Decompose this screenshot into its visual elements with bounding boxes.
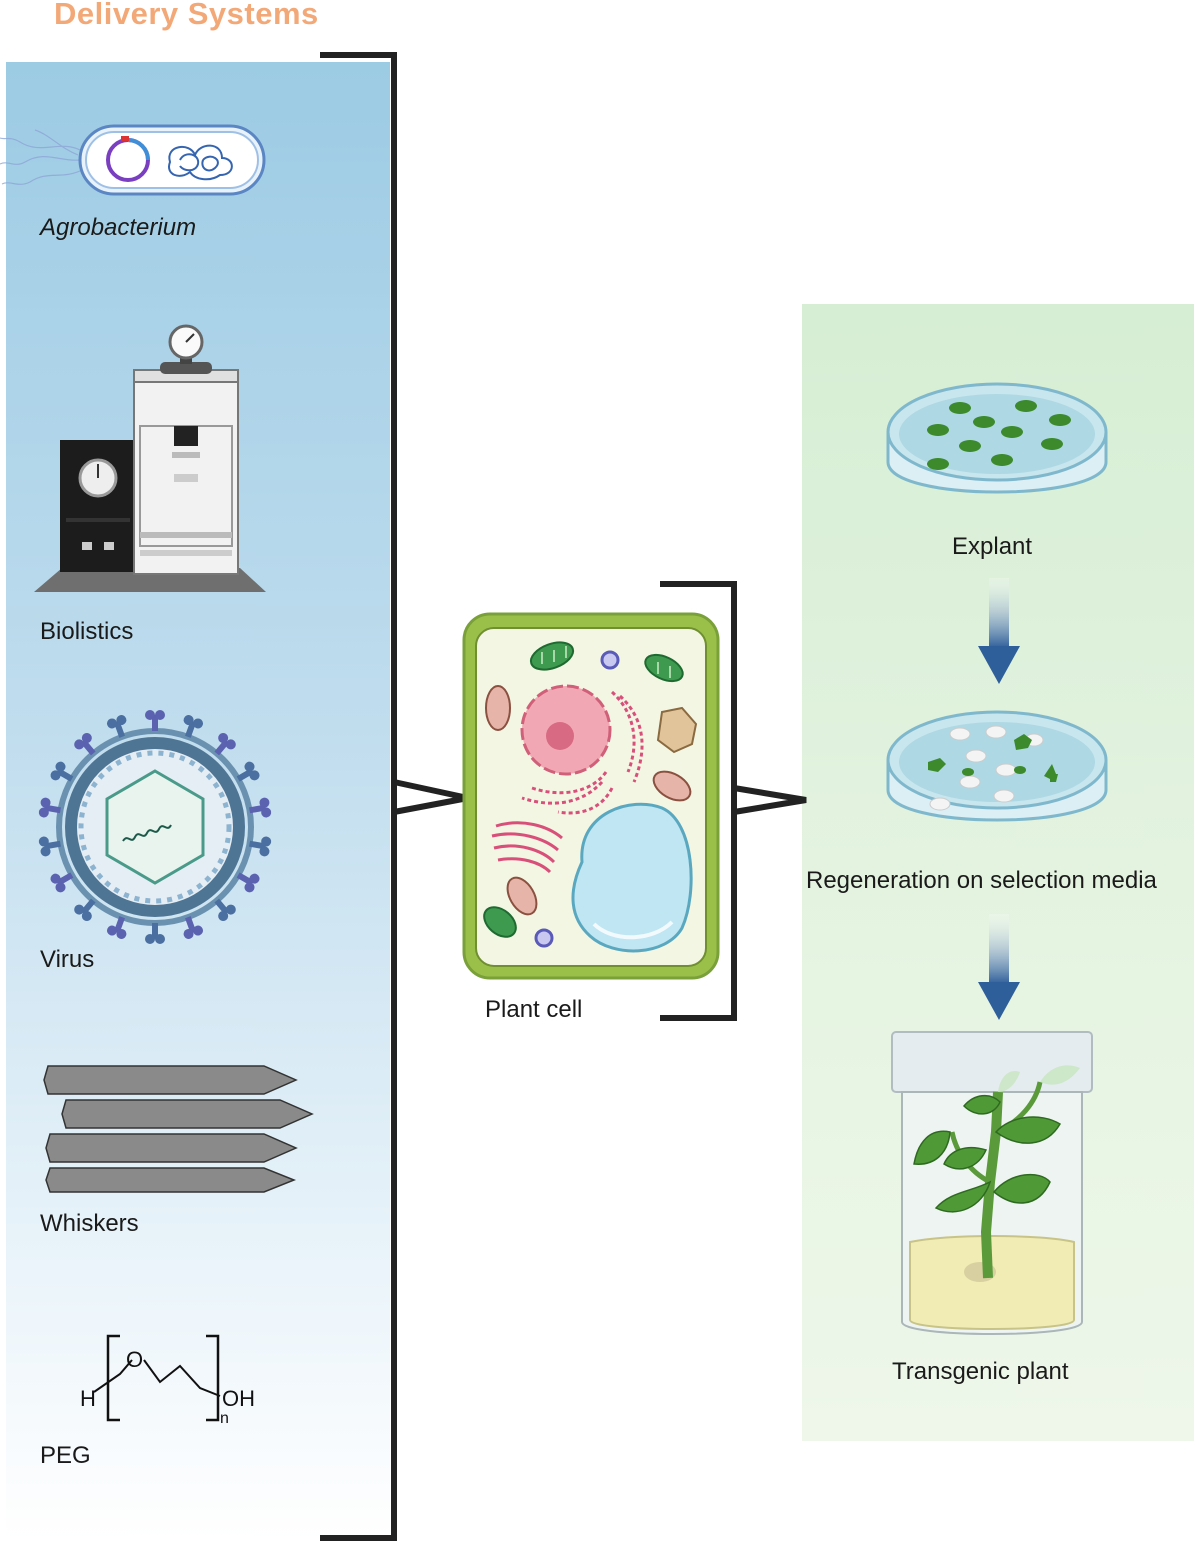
arrow-down-2-icon bbox=[978, 914, 1020, 1020]
plant-cell-label: Plant cell bbox=[485, 996, 583, 1023]
transgenic-plant-label: Transgenic plant bbox=[892, 1358, 1069, 1385]
virus-label: Virus bbox=[40, 946, 95, 973]
petri-dish-regeneration-icon bbox=[886, 710, 1108, 822]
whiskers-icon bbox=[43, 1065, 314, 1193]
gene-gun-icon bbox=[34, 324, 266, 592]
regeneration-label: Regeneration on selection media bbox=[806, 867, 1157, 894]
peg-n-label: n bbox=[220, 1410, 229, 1427]
agrobacterium-label: Agrobacterium bbox=[40, 214, 197, 241]
whiskers-label: Whiskers bbox=[40, 1210, 139, 1237]
arrow-down-1-icon bbox=[978, 578, 1020, 684]
peg-structure-icon bbox=[93, 1334, 221, 1422]
peg-oh-label: OH bbox=[222, 1386, 255, 1411]
virus-icon bbox=[38, 710, 272, 944]
peg-h-label: H bbox=[80, 1386, 96, 1411]
agrobacterium-icon bbox=[0, 124, 266, 196]
culture-jar-plant-icon bbox=[891, 1031, 1093, 1335]
petri-dish-explant-icon bbox=[886, 382, 1108, 494]
biolistics-label: Biolistics bbox=[40, 618, 134, 645]
peg-o-label: O bbox=[126, 1347, 144, 1372]
peg-label: PEG bbox=[40, 1442, 91, 1469]
explant-label: Explant bbox=[952, 533, 1033, 560]
plant-cell-icon bbox=[462, 612, 720, 980]
diagram-title: Delivery Systems bbox=[54, 0, 319, 31]
